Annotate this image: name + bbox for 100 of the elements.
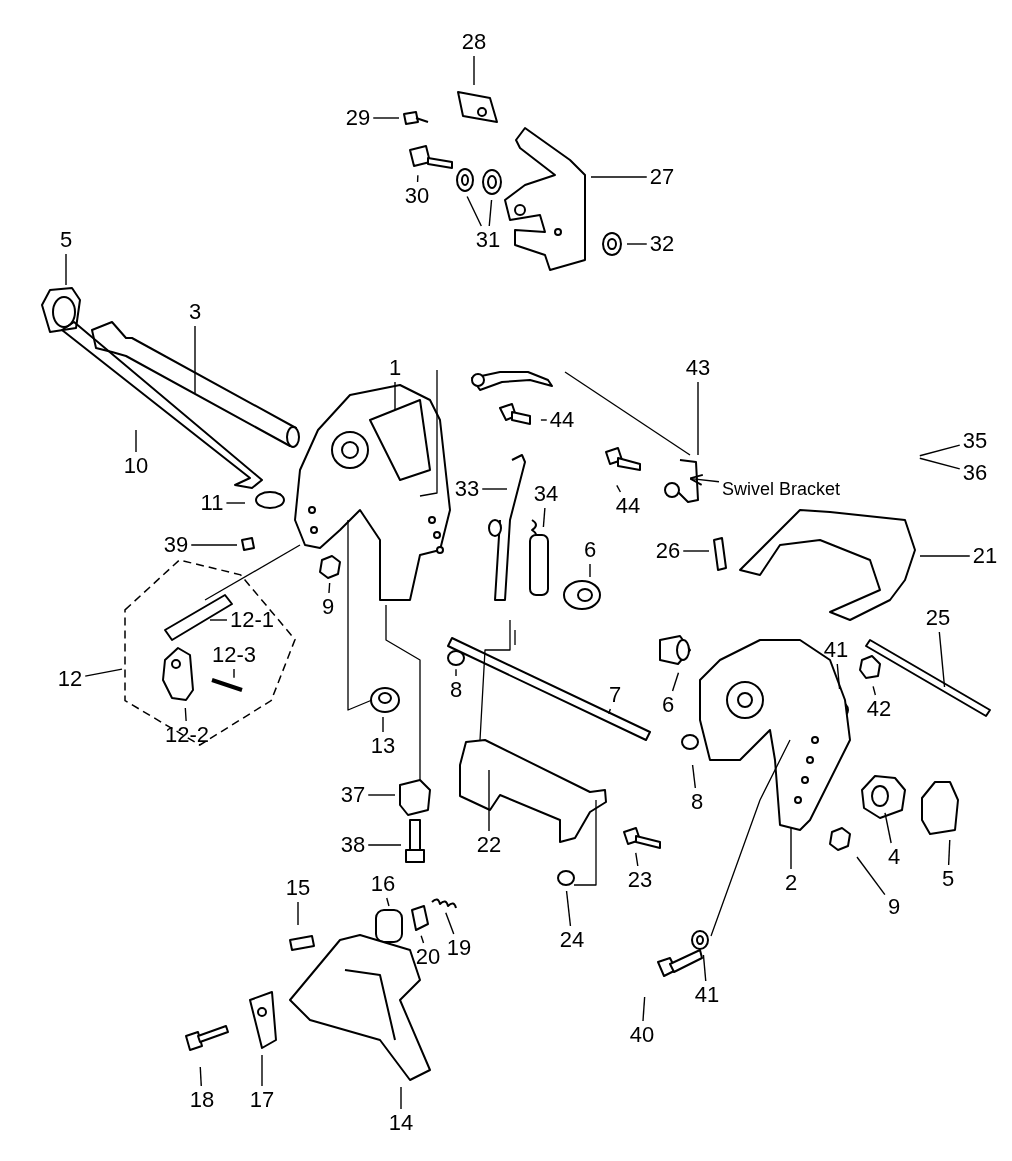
callout-number: 8 [449, 679, 463, 701]
leader-line [233, 668, 235, 679]
callout-number: 23 [627, 869, 653, 891]
callout-number: 41 [823, 639, 849, 661]
leader-line [194, 325, 196, 394]
leader-line [947, 839, 951, 866]
dashed-hexagon-outline [125, 560, 295, 745]
callout-number: 38 [340, 834, 366, 856]
leader-line [382, 716, 384, 733]
leader-line [386, 897, 390, 907]
leader-line [691, 764, 697, 789]
callout-number: 11 [200, 492, 224, 514]
callout-number: 22 [476, 834, 502, 856]
leader-line [184, 707, 187, 722]
leader-line [540, 419, 548, 421]
leader-line [616, 484, 622, 493]
arrow [688, 473, 720, 486]
leader-line [697, 381, 699, 456]
leader-line [836, 663, 841, 690]
leader-line [394, 381, 396, 411]
callout-number: 35 [962, 430, 988, 452]
callout-number: 3 [188, 301, 202, 323]
leader-line [938, 631, 946, 688]
leader-line [919, 457, 961, 470]
leader-line [682, 550, 710, 552]
callout-number: 27 [649, 166, 675, 188]
leader-line [542, 507, 546, 528]
leader-line [919, 444, 961, 457]
callout-number: 42 [866, 698, 892, 720]
leader-line [589, 563, 591, 578]
leader-line [372, 117, 400, 119]
callout-number: 21 [972, 545, 998, 567]
leader-line [884, 812, 892, 844]
callout-number: 44 [549, 409, 575, 431]
callout-number: 37 [340, 784, 366, 806]
leader-line [84, 668, 123, 677]
callout-number: 13 [370, 735, 396, 757]
callout-number: 9 [887, 896, 901, 918]
leader-line [367, 794, 396, 796]
callout-number: 17 [249, 1089, 275, 1111]
callout-number: 41 [694, 984, 720, 1006]
callout-number: 5 [941, 868, 955, 890]
leader-line [445, 911, 455, 935]
leader-line [225, 502, 246, 504]
callout-number: 5 [59, 229, 73, 251]
leader-line [481, 488, 508, 490]
callout-number: 7 [608, 684, 622, 706]
callout-number: 6 [583, 539, 597, 561]
callout-number: 30 [404, 185, 430, 207]
callout-number: 26 [655, 540, 681, 562]
leader-line [416, 174, 419, 183]
leader-line [420, 934, 425, 944]
callout-number: 40 [629, 1024, 655, 1046]
leader-line [190, 544, 238, 546]
callout-number: 4 [887, 846, 901, 868]
callout-number: 12-1 [230, 609, 274, 631]
callout-number: 16 [370, 873, 396, 895]
callout-number: 2 [784, 872, 798, 894]
callout-number: 29 [345, 107, 371, 129]
leader-line [400, 1086, 402, 1110]
callout-number: 12-3 [212, 644, 256, 666]
leader-line [488, 769, 490, 832]
callout-number: 25 [925, 607, 951, 629]
callout-number: 44 [615, 495, 641, 517]
leader-line [261, 1054, 263, 1087]
callout-number: 31 [475, 229, 501, 251]
leader-line [135, 429, 137, 453]
callout-number: 18 [189, 1089, 215, 1111]
callout-number: 9 [321, 596, 335, 618]
callout-number: 15 [285, 877, 311, 899]
leader-line [608, 708, 612, 715]
part-note: Swivel Bracket [722, 480, 840, 498]
leader-line [702, 954, 707, 982]
leader-line [488, 199, 493, 227]
callout-number: 28 [461, 31, 487, 53]
callout-number: 10 [123, 455, 149, 477]
callout-number: 19 [446, 937, 472, 959]
leader-line [919, 555, 971, 557]
callout-number: 39 [163, 534, 189, 556]
callout-number: 8 [690, 791, 704, 813]
leader-line [367, 844, 402, 846]
leader-line [626, 243, 648, 245]
leader-line [642, 996, 646, 1022]
leader-line [635, 852, 639, 867]
leader-line [466, 195, 482, 227]
callout-number: 6 [661, 694, 675, 716]
callout-number: 34 [533, 483, 559, 505]
leader-line [328, 582, 331, 594]
callout-number: 1 [388, 357, 402, 379]
callout-number: 12-2 [165, 724, 209, 746]
callout-number: 20 [415, 946, 441, 968]
leader-line [790, 826, 792, 870]
leader-line [297, 901, 299, 926]
leader-line [455, 668, 457, 677]
leader-line [671, 672, 680, 692]
leader-line [856, 856, 886, 896]
callout-number: 32 [649, 233, 675, 255]
leader-line [473, 55, 475, 86]
callout-number: 43 [685, 357, 711, 379]
leader-line [209, 619, 228, 621]
